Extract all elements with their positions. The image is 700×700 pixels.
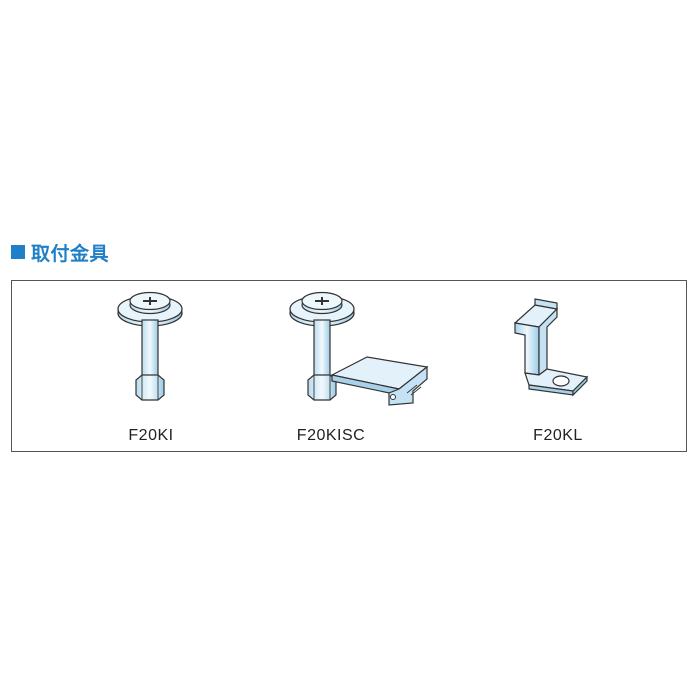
bolt-with-nut-icon (289, 291, 355, 401)
section-title-text: 取付金具 (31, 242, 110, 265)
section-title: 取付金具 (11, 238, 109, 266)
item-code: F20KISC (296, 427, 366, 444)
title-marker-square (11, 245, 25, 259)
item-code: F20KI (128, 427, 174, 444)
item-code: F20KL (533, 427, 583, 444)
z-bracket-icon (513, 298, 589, 397)
mounting-plate-icon (330, 356, 429, 406)
fittings-panel: F20KI (11, 280, 687, 452)
bolt-with-nut-icon (117, 291, 183, 401)
